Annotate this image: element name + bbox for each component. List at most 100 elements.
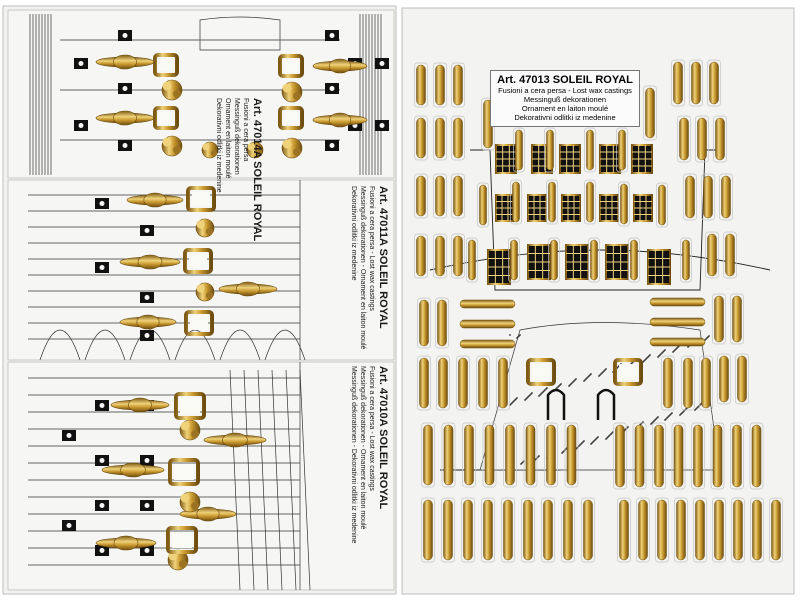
gold-pin [751, 424, 762, 488]
gold-pin [638, 499, 648, 561]
card-line: Messinguß dekorationen [523, 95, 607, 104]
gold-pin [414, 62, 428, 108]
gold-pin [414, 233, 428, 279]
gold-pin [548, 237, 560, 283]
gold-pin [414, 173, 428, 219]
gold-casting [168, 458, 200, 486]
gunport-mark [66, 433, 72, 438]
gold-pin [656, 182, 668, 228]
gunport-mark [379, 61, 385, 66]
drawing-line [546, 388, 566, 420]
gunport-mark [122, 86, 128, 91]
drawing-line [285, 369, 297, 591]
gold-casting [136, 314, 160, 330]
drawing-line [39, 329, 81, 361]
left-board [2, 5, 397, 595]
gunport-mark [99, 548, 105, 553]
gold-pin [478, 357, 488, 409]
gold-pin [699, 355, 713, 411]
gold-pin [663, 357, 673, 409]
gunport-mark [99, 403, 105, 408]
gold-pin [479, 184, 487, 226]
gold-pin [618, 181, 630, 227]
card-line: Dekorativni odlitki iz medenine [215, 98, 222, 193]
card-title: Art. 47010A SOLEIL ROYAL [377, 366, 389, 510]
drawing-dot [590, 443, 592, 445]
gold-pin [550, 239, 558, 281]
gold-pin [510, 179, 522, 225]
gold-casting [173, 146, 181, 154]
gold-pin [717, 353, 731, 405]
gold-pin [546, 179, 558, 225]
drawing-dot [687, 346, 689, 348]
ship-drawing-lines [28, 14, 389, 591]
gold-pin [566, 424, 577, 486]
gold-pin [433, 173, 447, 219]
gold-pin [586, 181, 594, 223]
card-title: Art. 47014A SOLEIL ROYAL [251, 98, 263, 242]
gold-pin [673, 61, 683, 105]
drawing-dot [679, 414, 681, 416]
gold-pin [435, 297, 449, 349]
drawing-dot [524, 399, 526, 401]
gold-pin [673, 424, 684, 488]
gold-pin [685, 175, 695, 219]
gold-pin [658, 184, 666, 226]
gold-pin [466, 237, 478, 283]
gold-pin [677, 115, 691, 163]
gold-pin [730, 422, 744, 490]
gold-pin [435, 64, 445, 106]
gold-pin [634, 424, 645, 488]
gold-pin [676, 499, 686, 561]
drawing-dot [568, 385, 570, 387]
gold-pin [419, 357, 429, 409]
gold-casting [247, 143, 255, 151]
gold-pin [443, 499, 453, 561]
gunport-mark [144, 503, 150, 508]
gold-pin [462, 422, 476, 488]
gold-pin [733, 499, 743, 561]
gold-casting [162, 81, 172, 91]
gold-pin [433, 62, 447, 108]
card-line: Fusioni a cera persa [242, 98, 249, 162]
drawing-dot [561, 452, 563, 454]
gunport-mark [329, 143, 335, 148]
gold-pin [714, 499, 724, 561]
drawing-dot [538, 395, 540, 397]
card-label-47014a: Art. 47014A SOLEIL ROYAL Fusioni a cera … [215, 98, 263, 242]
gold-casting [186, 186, 216, 212]
gold-pin [468, 239, 476, 281]
gold-pin [713, 115, 727, 163]
gold-pin [483, 499, 493, 561]
gold-casting [174, 392, 206, 420]
gold-pin [649, 297, 706, 307]
gold-pin [438, 357, 448, 409]
gold-casting [113, 535, 139, 551]
gold-casting [113, 110, 137, 126]
gold-pin [433, 115, 447, 161]
gold-casting [162, 137, 172, 147]
gold-pin [657, 499, 667, 561]
gold-casting [284, 112, 298, 124]
gold-pin [521, 497, 535, 563]
drawing-line [84, 329, 126, 361]
drawing-line [243, 369, 255, 591]
gold-pin [435, 235, 445, 277]
gold-casting [284, 60, 298, 72]
gold-pin [436, 355, 450, 411]
gold-pin [680, 237, 692, 283]
gold-casting [120, 462, 146, 478]
gold-pin [649, 317, 706, 327]
gold-pin [512, 181, 520, 223]
gold-casting [236, 281, 260, 297]
gold-pin [701, 173, 715, 221]
gold-casting [191, 502, 199, 510]
drawing-dot [664, 419, 666, 421]
gold-pin [771, 499, 781, 561]
gold-pin [725, 233, 735, 277]
gold-casting [189, 254, 207, 268]
gold-pin [441, 497, 455, 563]
gold-pin [419, 299, 429, 347]
gold-pin [643, 85, 657, 141]
gold-pin [632, 422, 647, 490]
